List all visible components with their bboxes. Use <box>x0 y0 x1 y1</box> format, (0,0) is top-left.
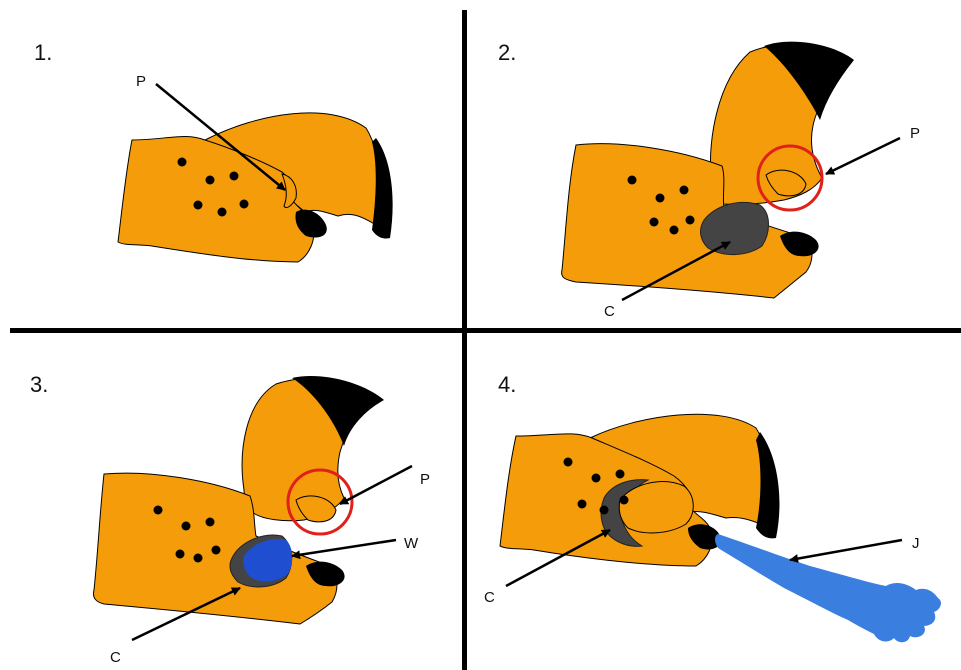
panel-2-number: 2. <box>498 40 516 65</box>
panel-3-number: 3. <box>30 372 48 397</box>
panel-3-label-c: C <box>110 649 121 666</box>
panel-4-label-j: J <box>912 535 920 552</box>
vertical-divider <box>462 10 467 670</box>
panel-4: 4. J C <box>484 372 941 642</box>
panel-4-arrow-j <box>790 540 902 560</box>
panel-3-label-w: W <box>404 535 419 552</box>
claw-open <box>562 42 854 298</box>
panel-1-number: 1. <box>34 40 52 65</box>
panel-4-number: 4. <box>498 372 516 397</box>
panel-1: 1. P <box>34 40 393 262</box>
panel-3-label-p: P <box>420 471 430 488</box>
panel-1-label-p: P <box>136 73 146 90</box>
panel-2-label-p: P <box>910 125 920 142</box>
panel-3: 3. P W C <box>30 372 430 666</box>
claw-closed <box>118 113 393 262</box>
panel-3-arrow-w <box>292 540 396 556</box>
panel-4-label-c: C <box>484 589 495 606</box>
claw-open-water <box>93 376 384 624</box>
panel-2-label-c: C <box>604 303 615 320</box>
panel-2: 2. P C <box>498 40 920 320</box>
panel-3-arrow-p <box>340 466 412 504</box>
horizontal-divider <box>10 328 961 333</box>
water-jet <box>715 534 941 642</box>
panel-2-arrow-p <box>826 138 900 174</box>
